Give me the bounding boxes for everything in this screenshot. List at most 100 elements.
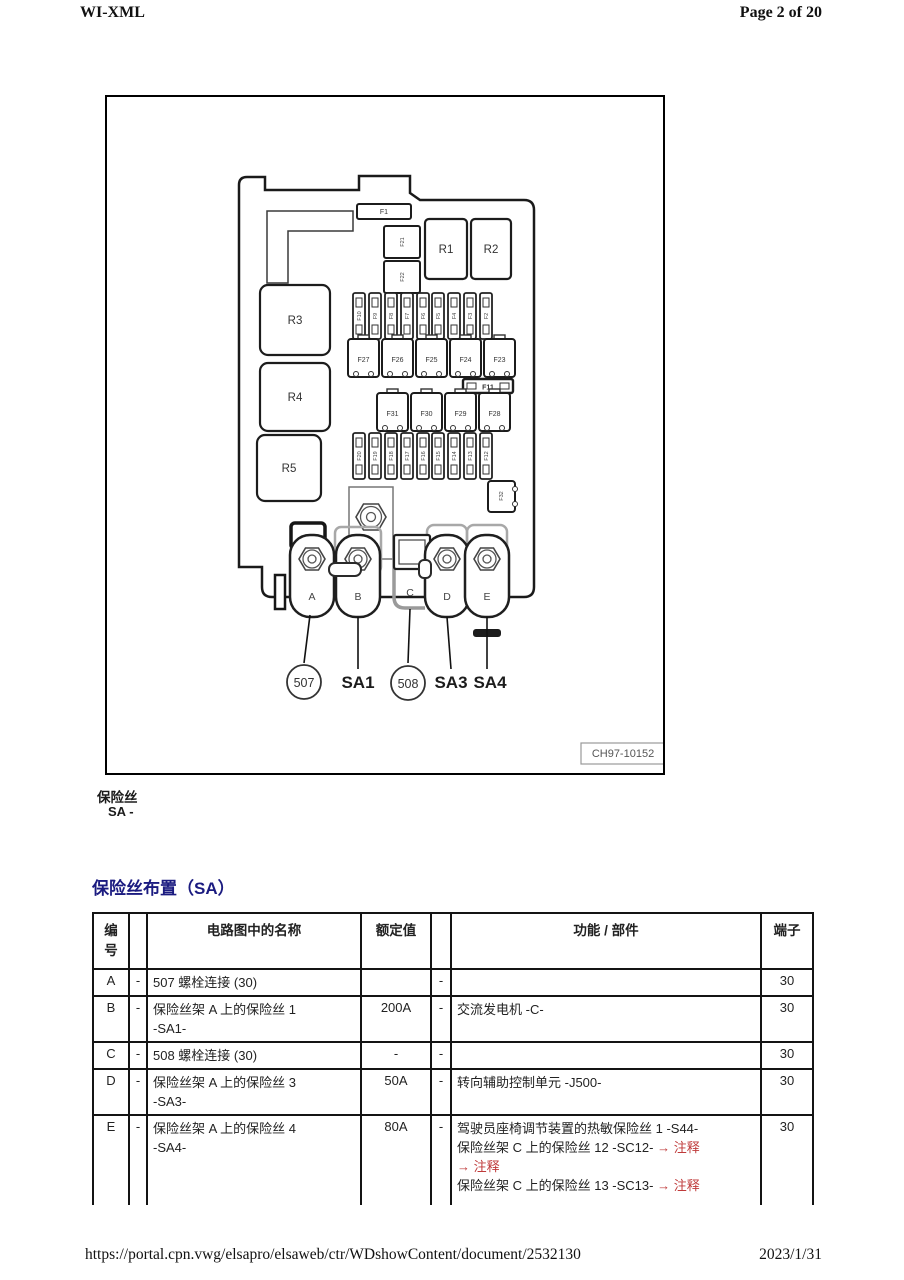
mini-fuse: F14 bbox=[447, 432, 461, 480]
fuse-f11: F11 bbox=[461, 377, 515, 395]
cell-dash: - bbox=[128, 1114, 148, 1205]
svg-text:F16: F16 bbox=[421, 451, 427, 460]
fuse-f30: F30 bbox=[410, 388, 443, 432]
fuse-f32-label: F32 bbox=[499, 491, 505, 500]
svg-text:F25: F25 bbox=[425, 357, 437, 364]
relay-r4: R4 bbox=[258, 361, 332, 433]
svg-text:508: 508 bbox=[398, 677, 419, 691]
col-blank-1 bbox=[128, 912, 148, 970]
relay-r1-label: R1 bbox=[439, 244, 454, 256]
cell-dash: - bbox=[430, 995, 452, 1043]
cell-circuit-name: 保险丝架 A 上的保险丝 4 -SA4- bbox=[146, 1114, 362, 1205]
leader-c bbox=[407, 608, 411, 664]
cell-rating: 200A bbox=[360, 995, 432, 1043]
fuse-f11-label: F11 bbox=[482, 385, 494, 392]
mini-fuse-row-top: F10 F9 F8 F7 F6 F5 F4 F3 F2 bbox=[352, 292, 493, 340]
cell-function: 转向辅助控制单元 -J500- bbox=[450, 1068, 762, 1116]
figure-caption-title: 保险丝 bbox=[97, 790, 138, 805]
cell-dash: - bbox=[430, 1041, 452, 1070]
svg-text:D: D bbox=[443, 591, 451, 603]
svg-text:C: C bbox=[406, 587, 414, 599]
mini-fuse: F16 bbox=[416, 432, 430, 480]
mini-fuse: F18 bbox=[384, 432, 398, 480]
fuse-row-mid: F27 F26 F25 F24 F23 bbox=[347, 334, 516, 378]
page-header: WI-XML Page 2 of 20 bbox=[80, 4, 822, 22]
svg-text:F10: F10 bbox=[357, 311, 363, 320]
cell-terminal: 30 bbox=[760, 995, 814, 1043]
callout-sa3: SA3 bbox=[434, 673, 467, 692]
fuse-row-lower: F31 F30 F29 F28 bbox=[376, 388, 511, 432]
cell-number: B bbox=[92, 995, 130, 1043]
pill-ab bbox=[328, 562, 362, 577]
fuse-f23: F23 bbox=[483, 334, 516, 378]
header-doc-type: WI-XML bbox=[80, 4, 145, 21]
svg-text:F26: F26 bbox=[391, 357, 403, 364]
col-number: 编号 bbox=[92, 912, 130, 970]
image-id-box: CH97-10152 bbox=[580, 742, 663, 765]
svg-text:B: B bbox=[354, 591, 361, 603]
svg-text:F13: F13 bbox=[468, 451, 474, 460]
svg-text:F19: F19 bbox=[373, 451, 379, 460]
mini-fuse: F15 bbox=[431, 432, 445, 480]
col-function: 功能 / 部件 bbox=[450, 912, 762, 970]
fuse-f27: F27 bbox=[347, 334, 380, 378]
cell-function: 交流发电机 -C- bbox=[450, 995, 762, 1043]
fuse-f25: F25 bbox=[415, 334, 448, 378]
note-link: → 注释 bbox=[457, 1159, 500, 1174]
terminal-e: E bbox=[463, 533, 511, 619]
cell-function: 驾驶员座椅调节装置的热敏保险丝 1 -S44- 保险丝架 C 上的保险丝 12 … bbox=[450, 1114, 762, 1205]
cell-number: E bbox=[92, 1114, 130, 1205]
step-left bbox=[273, 573, 287, 611]
relay-r3-label: R3 bbox=[288, 315, 303, 327]
cell-function bbox=[450, 1041, 762, 1070]
mini-fuse: F10 bbox=[352, 292, 366, 340]
fuse-f24: F24 bbox=[449, 334, 482, 378]
cell-rating bbox=[360, 968, 432, 997]
fuse-box-diagram: F1 F21 F22 R1 R2 R3 bbox=[237, 174, 663, 765]
svg-text:F15: F15 bbox=[436, 451, 442, 460]
fuse-f26: F26 bbox=[381, 334, 414, 378]
terminal-a: A bbox=[288, 533, 336, 619]
svg-text:F5: F5 bbox=[436, 313, 442, 319]
mini-fuse: F9 bbox=[368, 292, 382, 340]
mini-fuse: F20 bbox=[352, 432, 366, 480]
carrier-bracket-c bbox=[392, 557, 425, 610]
mini-fuse: F13 bbox=[463, 432, 477, 480]
svg-text:E: E bbox=[483, 591, 490, 603]
mini-fuse-row-bottom: F20 F19 F18 F17 F16 F15 F14 F13 F12 bbox=[352, 432, 493, 480]
svg-text:F4: F4 bbox=[452, 313, 458, 319]
cell-dash: - bbox=[430, 1068, 452, 1116]
fuse-table: 编号 电路图中的名称 额定值 功能 / 部件 端子 A - 507 螺栓连接 (… bbox=[92, 912, 814, 1205]
fuse-f28: F28 bbox=[478, 388, 511, 432]
mini-fuse: F4 bbox=[447, 292, 461, 340]
table-row-a: A - 507 螺栓连接 (30) - 30 bbox=[92, 968, 814, 997]
callout-sa4: SA4 bbox=[473, 673, 507, 692]
mini-fuse: F6 bbox=[416, 292, 430, 340]
busbar-shape bbox=[266, 210, 354, 284]
mini-fuse: F3 bbox=[463, 292, 477, 340]
svg-text:F24: F24 bbox=[459, 357, 471, 364]
pill-d bbox=[418, 559, 432, 579]
svg-text:F30: F30 bbox=[420, 411, 432, 418]
mini-fuse: F12 bbox=[479, 432, 493, 480]
cell-circuit-name: 507 螺栓连接 (30) bbox=[146, 968, 362, 997]
callout-507: 507 bbox=[286, 664, 322, 700]
section-title: 保险丝布置（SA） bbox=[92, 879, 235, 898]
table-header-row: 编号 电路图中的名称 额定值 功能 / 部件 端子 bbox=[92, 912, 814, 970]
svg-text:507: 507 bbox=[294, 676, 315, 690]
svg-text:F3: F3 bbox=[468, 313, 474, 319]
footer-url: https://portal.cpn.vwg/elsapro/elsaweb/c… bbox=[85, 1246, 581, 1263]
cell-dash: - bbox=[128, 1068, 148, 1116]
cell-function bbox=[450, 968, 762, 997]
cell-terminal: 30 bbox=[760, 1041, 814, 1070]
footer-date: 2023/1/31 bbox=[759, 1246, 822, 1263]
cell-dash: - bbox=[430, 1114, 452, 1205]
mini-fuse: F8 bbox=[384, 292, 398, 340]
fuse-f21-label: F21 bbox=[400, 237, 406, 246]
svg-text:F12: F12 bbox=[484, 451, 490, 460]
table-row-c: C - 508 螺栓连接 (30) - - 30 bbox=[92, 1041, 814, 1070]
page-footer: https://portal.cpn.vwg/elsapro/elsaweb/c… bbox=[85, 1246, 822, 1264]
col-circuit-name: 电路图中的名称 bbox=[146, 912, 362, 970]
callout-sa1: SA1 bbox=[341, 673, 374, 692]
fuse-f32: F32 bbox=[487, 480, 518, 513]
